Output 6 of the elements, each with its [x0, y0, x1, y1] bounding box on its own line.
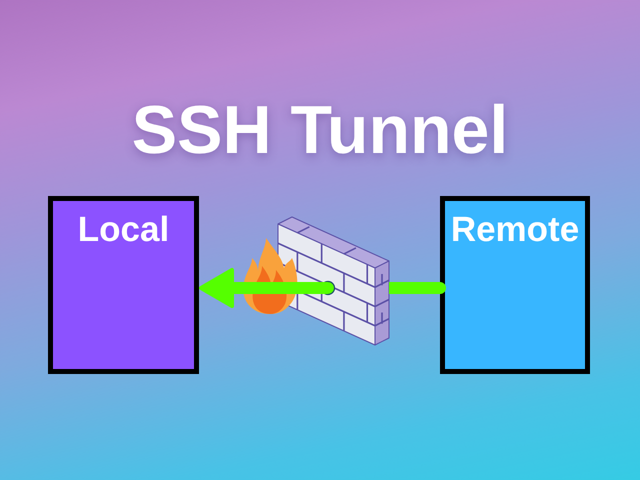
host-label: Local	[76, 209, 170, 250]
arrow	[199, 268, 446, 308]
host-box	[48, 196, 199, 374]
host-label: Remote	[450, 209, 580, 250]
host-box	[440, 196, 590, 374]
diagram-title: SSH Tunnel	[132, 96, 508, 164]
